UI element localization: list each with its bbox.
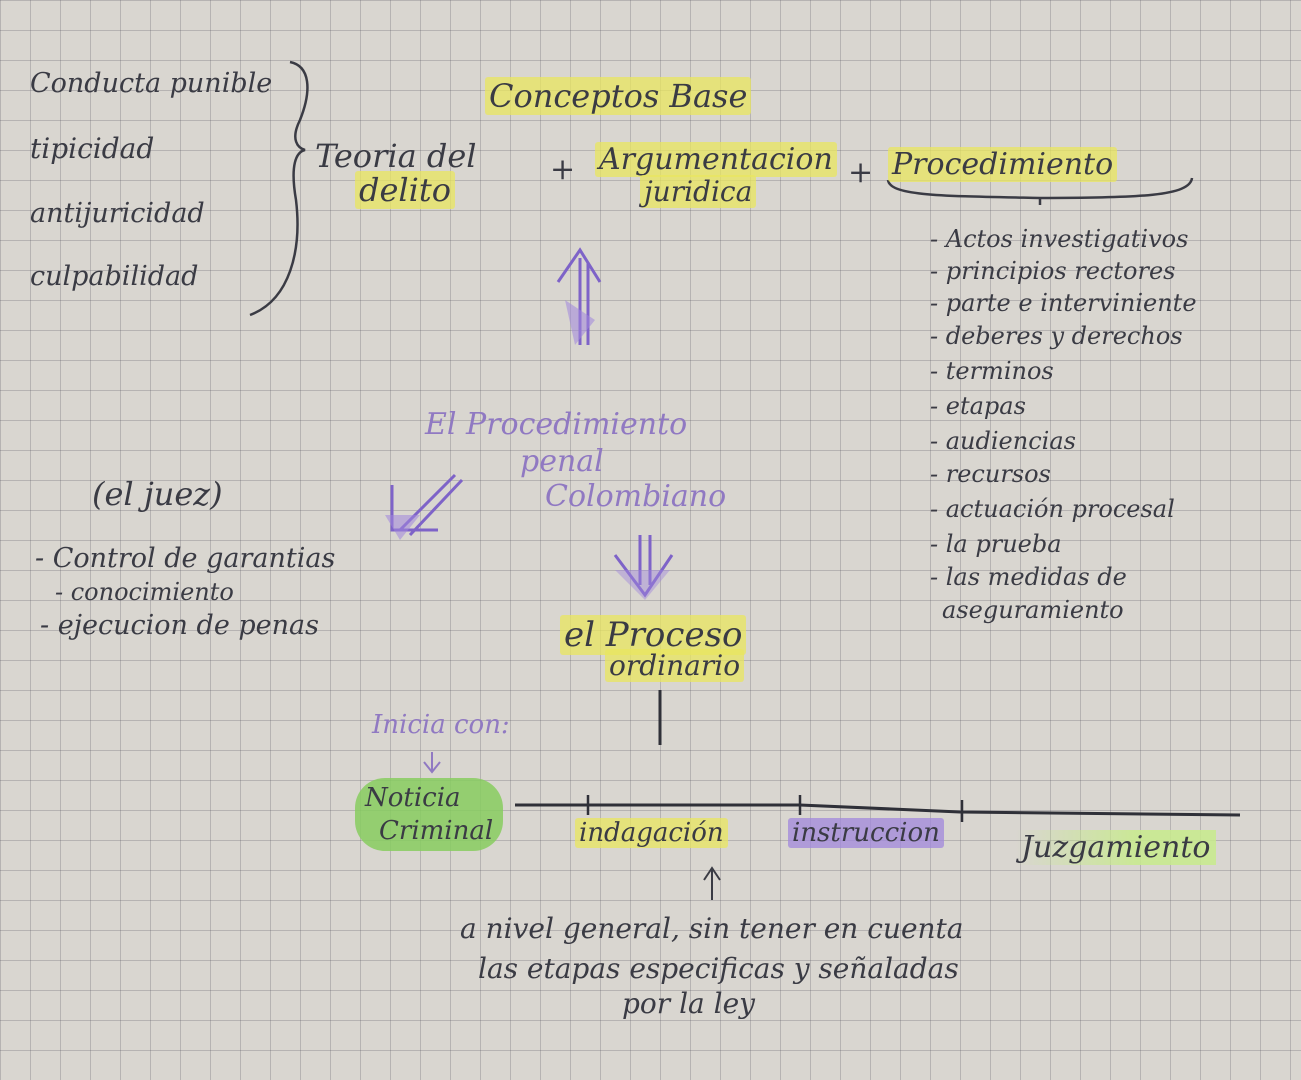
page-title: Conceptos Base xyxy=(485,77,752,115)
left-brace xyxy=(249,60,309,317)
down-arrow xyxy=(613,535,674,598)
noticia-badge: Noticia Criminal xyxy=(355,778,504,851)
center-line1: El Procedimiento xyxy=(425,407,688,442)
list-item: - la prueba xyxy=(930,530,1062,558)
argumentacion-line2: juridica xyxy=(640,175,757,208)
procedimiento-title: Procedimiento xyxy=(888,147,1118,182)
list-item: - parte e interviniente xyxy=(930,289,1197,317)
list-item: - recursos xyxy=(930,460,1051,488)
left-list-item-tipicidad: tipicidad xyxy=(30,132,155,165)
stage-instruccion: instruccion xyxy=(788,818,944,848)
juez-title: (el juez) xyxy=(92,475,223,513)
list-item: - terminos xyxy=(930,357,1054,385)
center-line3: Colombiano xyxy=(545,479,727,514)
proceso-line1: el Proceso xyxy=(560,615,747,655)
noticia-line2: Criminal xyxy=(379,815,494,846)
list-item: - audiencias xyxy=(930,427,1076,455)
stage-juzgamiento: Juzgamiento xyxy=(1015,830,1217,865)
left-list-item-antijuricidad: antijuricidad xyxy=(30,198,205,229)
argumentacion-line1: Argumentacion xyxy=(595,142,837,177)
list-item: - las medidas de xyxy=(930,563,1127,591)
list-item: - actuación procesal xyxy=(930,495,1175,523)
left-list-item-conducta: Conducta punible xyxy=(30,68,273,99)
juez-item-ejecucion: - ejecucion de penas xyxy=(40,610,319,641)
list-item: aseguramiento xyxy=(942,596,1124,624)
juez-item-garantias: - Control de garantias xyxy=(35,543,336,574)
proceso-line2: ordinario xyxy=(605,649,745,682)
note-arrow xyxy=(703,866,721,900)
timeline xyxy=(515,803,1241,817)
stage-indagacion: indagación xyxy=(575,818,728,848)
list-item: - Actos investigativos xyxy=(930,225,1189,253)
plus-sign-2: + xyxy=(848,155,874,190)
juez-item-conocimiento: - conocimiento xyxy=(55,578,234,606)
note-line2: las etapas especificas y señaladas xyxy=(478,952,959,985)
note-line1: a nivel general, sin tener en cuenta xyxy=(460,912,964,945)
list-item: - etapas xyxy=(930,392,1026,420)
note-line3: por la ley xyxy=(622,987,755,1020)
list-item: - principios rectores xyxy=(930,257,1176,285)
inicia-label: Inicia con: xyxy=(372,710,510,740)
plus-sign-1: + xyxy=(550,152,576,187)
inicia-arrow xyxy=(423,752,441,774)
center-line2: penal xyxy=(520,444,604,479)
left-list-item-culpabilidad: culpabilidad xyxy=(30,261,199,292)
teoria-line2: delito xyxy=(355,171,456,209)
noticia-line1: Noticia xyxy=(365,783,461,813)
teoria-line1: Teoria del xyxy=(315,137,477,175)
list-item: - deberes y derechos xyxy=(930,322,1183,350)
